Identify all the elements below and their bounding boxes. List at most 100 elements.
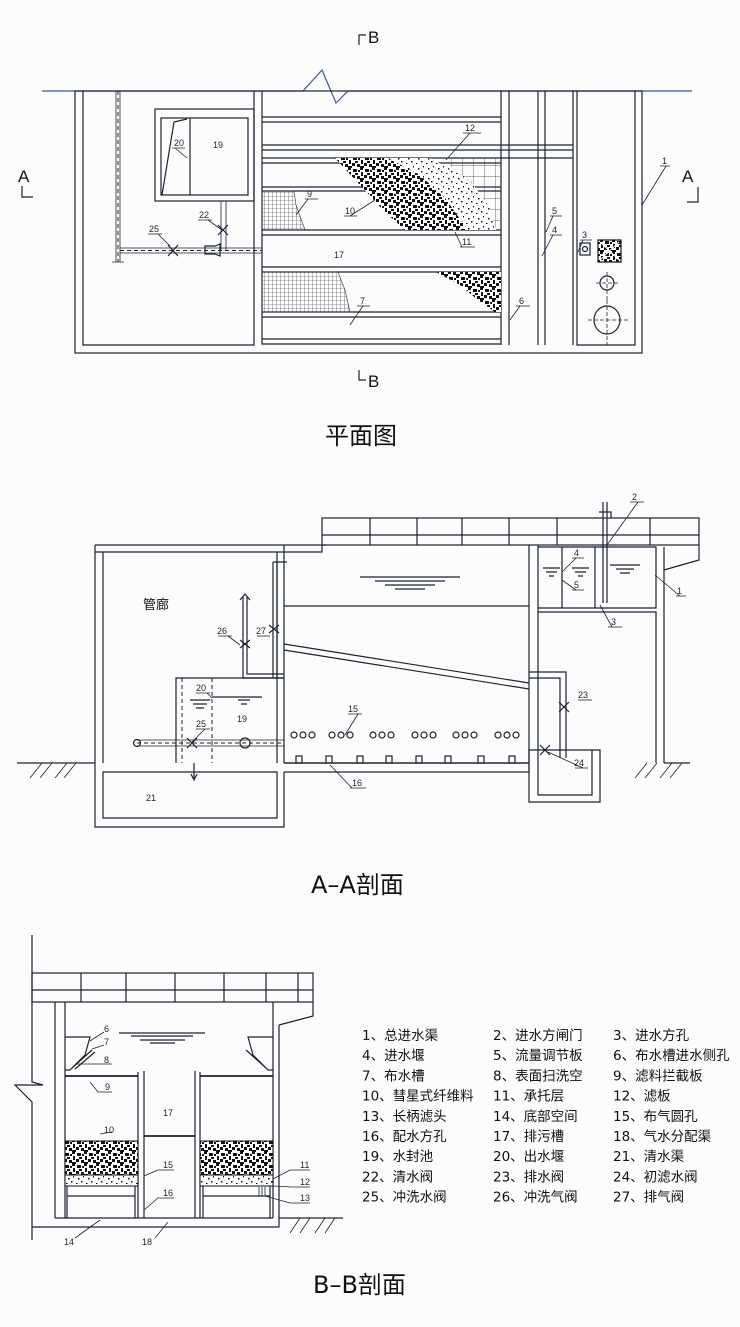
inlet-channel — [538, 545, 700, 763]
air-hole — [387, 731, 395, 739]
valve-27-icon — [268, 624, 280, 634]
media-lower — [436, 272, 501, 312]
top-walkway-slab — [321, 517, 700, 546]
air-hole — [452, 731, 460, 739]
break-line — [13, 935, 44, 1240]
air-hole — [299, 731, 307, 739]
aa-label-23: 23 — [578, 690, 588, 700]
valve-23-icon — [558, 701, 570, 713]
sloped-trough — [283, 643, 530, 690]
support-11-right — [199, 1174, 274, 1187]
bb-label-9: 9 — [105, 1082, 110, 1092]
bb-label-16: 16 — [163, 1188, 173, 1198]
inner-walls — [82, 91, 636, 346]
legend-item: 7、布水槽 — [362, 1068, 425, 1084]
reducer-icon — [204, 243, 221, 257]
valve-22-icon — [217, 224, 229, 236]
plan-label-25: 25 — [149, 224, 159, 234]
legend-item: 20、出水堰 — [493, 1149, 564, 1165]
legend-item: 4、进水堰 — [362, 1048, 425, 1064]
gallery-label: 管廊 — [143, 597, 169, 613]
legend-item: 27、排气阀 — [613, 1190, 684, 1206]
tank-walls — [32, 1002, 343, 1228]
plan-label-17: 17 — [334, 250, 344, 260]
aa-label-27: 27 — [256, 626, 266, 636]
aa-label-2: 2 — [632, 492, 637, 502]
mesh-9 — [261, 190, 306, 231]
section-aa: 管廊 26 27 20 19 25 15 16 21 23 24 1 2 3 4… — [17, 492, 700, 899]
seal-tank-19 — [175, 677, 284, 763]
inlet-hole-3 — [579, 242, 591, 256]
legend-item: 25、冲洗水阀 — [362, 1190, 447, 1206]
media-10-right — [199, 1140, 274, 1176]
section-bb: 6 7 8 9 17 10 15 11 12 16 13 14 18 B–B剖面 — [13, 935, 406, 1299]
bb-label-13: 13 — [300, 1193, 310, 1203]
legend-item: 26、冲洗气阀 — [493, 1190, 578, 1206]
plan-label-5: 5 — [552, 206, 557, 216]
overhang — [278, 1002, 314, 1026]
bb-label-14: 14 — [64, 1237, 74, 1247]
legend-item: 1、总进水渠 — [362, 1028, 439, 1044]
valve-26-icon — [239, 639, 251, 649]
flush-pipe-25 — [137, 739, 284, 747]
bb-label-17: 17 — [163, 1108, 173, 1118]
bb-label-11: 11 — [300, 1160, 309, 1170]
legend-item: 3、进水方孔 — [613, 1028, 690, 1044]
water-hole — [356, 755, 364, 764]
valve-25-icon — [186, 737, 198, 749]
media-10-left — [64, 1140, 139, 1176]
air-hole — [494, 731, 502, 739]
legend-item: 14、底部空间 — [493, 1109, 578, 1125]
legend-item: 24、初滤水阀 — [613, 1168, 698, 1185]
outer-wall — [74, 90, 643, 354]
section-mark-a-right: A — [682, 167, 694, 186]
air-hole — [429, 731, 437, 739]
air-hole — [512, 731, 520, 739]
bb-label-15: 15 — [163, 1160, 173, 1170]
legend-item: 2、进水方闸门 — [493, 1028, 583, 1044]
gallery-walls — [94, 545, 285, 828]
water-hole — [444, 755, 452, 764]
section-mark-b-bottom: B — [368, 372, 379, 391]
bottom-space — [66, 1186, 271, 1218]
flush-water-pipe — [120, 247, 262, 254]
legend-item: 10、彗星式纤维料 — [362, 1089, 474, 1105]
aa-label-20: 20 — [196, 683, 206, 693]
bb-label-6: 6 — [104, 1024, 109, 1034]
ground-hatch — [289, 1217, 336, 1234]
legend-item: 17、排污槽 — [493, 1129, 564, 1145]
air-hole — [378, 731, 386, 739]
aa-label-4: 4 — [574, 548, 579, 558]
support-layer-11 — [388, 158, 496, 230]
plan-label-1: 1 — [662, 156, 667, 166]
legend-item: 18、气水分配渠 — [613, 1129, 712, 1145]
legend-item: 16、配水方孔 — [362, 1129, 447, 1145]
aa-label-16: 16 — [352, 778, 362, 788]
plan-label-9: 9 — [307, 189, 312, 199]
aa-label-26: 26 — [217, 626, 227, 636]
air-hole — [346, 731, 354, 739]
plan-label-3: 3 — [582, 230, 587, 240]
air-hole — [369, 731, 377, 739]
trough-7-right — [245, 1036, 273, 1071]
plan-label-19: 19 — [213, 140, 223, 150]
gate-2 — [599, 502, 612, 603]
water-seal-tank-19 — [154, 108, 255, 202]
plan-label-11: 11 — [462, 237, 471, 247]
aa-label-25: 25 — [196, 719, 206, 729]
legend-item: 23、排水阀 — [493, 1169, 564, 1185]
aa-label-19: 19 — [237, 714, 247, 724]
section-mark-b-top: B — [368, 28, 379, 47]
water-hole — [415, 755, 423, 764]
section-mark-a-left: A — [18, 167, 30, 186]
aa-label-5: 5 — [574, 580, 579, 590]
water-hole — [385, 755, 393, 764]
mesh-7 — [261, 271, 351, 313]
air-hole — [337, 731, 345, 739]
legend-item: 8、表面扫洗空 — [493, 1068, 583, 1084]
aa-label-3: 3 — [611, 617, 616, 627]
air-hole — [420, 731, 428, 739]
plan-label-22: 22 — [199, 210, 209, 220]
